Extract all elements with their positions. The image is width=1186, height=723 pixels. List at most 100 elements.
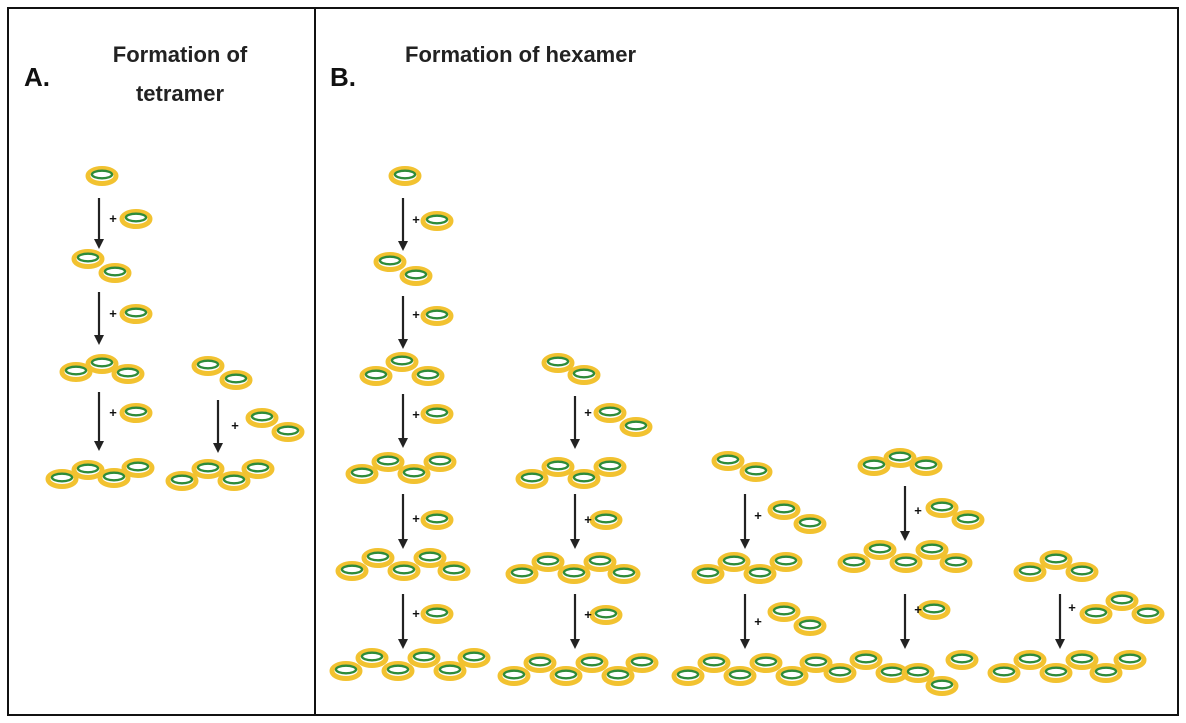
arrow-layer: +++++++++++++++++ [94,198,1076,649]
ring-subunit [1039,550,1073,570]
ring-subunit [119,403,153,423]
ring-subunit [1113,650,1147,670]
ring-subunit [85,166,119,186]
ring-subunit [531,552,565,572]
ring-subunit [769,552,803,572]
ring-subunit [433,661,467,681]
ring-subunit [1089,663,1123,683]
ring-subunit [437,561,471,581]
ring-subunit [271,422,305,442]
ring-subunit [749,653,783,673]
ring-subunit [413,548,447,568]
ring-subunit [335,561,369,581]
ring-subunit [1065,562,1099,582]
ring-subunit [457,648,491,668]
plus-sign: + [914,602,922,617]
ring-subunit [541,353,575,373]
ring-subunit [407,648,441,668]
panel-a-title-line2: tetramer [136,81,224,106]
ring-subunit [119,209,153,229]
ring-subunit [1105,591,1139,611]
ring-subunit [420,404,454,424]
plus-sign: + [109,306,117,321]
ring-subunit [857,456,891,476]
ring-subunit [849,650,883,670]
ring-subunit [1131,604,1165,624]
ring-subunit [619,417,653,437]
plus-sign: + [412,606,420,621]
ring-subunit [1013,650,1047,670]
ring-subunit [71,249,105,269]
ring-subunit [717,552,751,572]
ring-subunit [575,653,609,673]
ring-subunit [793,616,827,636]
ring-subunit [355,648,389,668]
ring-subunit [607,564,641,584]
ring-subunit [557,564,591,584]
ring-subunit [583,552,617,572]
ring-subunit [691,564,725,584]
ring-subunit [420,211,454,231]
plus-sign: + [584,405,592,420]
ring-subunit [767,500,801,520]
outer-frame [7,7,1179,716]
plus-sign: + [109,405,117,420]
ring-subunit [549,666,583,686]
ring-subunit [219,370,253,390]
ring-subunit [359,366,393,386]
ring-subunit [917,600,951,620]
ring-subunit [889,553,923,573]
ring-subunit [420,306,454,326]
panel-a-title-line1: Formation of [113,42,248,67]
ring-subunit [901,663,935,683]
ring-subunit [399,266,433,286]
ring-subunit [883,448,917,468]
ring-subunit [723,666,757,686]
ring-subunit [165,471,199,491]
ring-subunit [823,663,857,683]
ring-subunit [837,553,871,573]
ring-subunit [767,602,801,622]
ring-subunit [85,354,119,374]
ring-subunit [945,650,979,670]
ring-subunit [420,510,454,530]
ring-subunit [59,362,93,382]
ring-subunit [1013,562,1047,582]
ring-subunit [863,540,897,560]
ring-subunit [987,663,1021,683]
ring-layer [45,166,1165,696]
plus-sign: + [914,503,922,518]
ring-subunit [671,666,705,686]
plus-sign: + [109,211,117,226]
plus-sign: + [412,407,420,422]
ring-subunit [625,653,659,673]
plus-sign: + [584,512,592,527]
ring-subunit [423,452,457,472]
ring-subunit [915,540,949,560]
ring-subunit [541,457,575,477]
ring-subunit [98,263,132,283]
ring-subunit [567,365,601,385]
ring-subunit [739,462,773,482]
ring-subunit [329,661,363,681]
plus-sign: + [412,212,420,227]
ring-subunit [589,510,623,530]
ring-subunit [799,653,833,673]
plus-sign: + [1068,600,1076,615]
ring-subunit [1065,650,1099,670]
ring-subunit [361,548,395,568]
plus-sign: + [412,307,420,322]
ring-subunit [381,661,415,681]
ring-subunit [939,553,973,573]
ring-subunit [601,666,635,686]
ring-subunit [245,408,279,428]
ring-subunit [697,653,731,673]
ring-subunit [909,456,943,476]
ring-subunit [111,364,145,384]
plus-sign: + [584,607,592,622]
ring-subunit [505,564,539,584]
ring-subunit [387,561,421,581]
panel-b-title: Formation of hexamer [405,42,636,67]
ring-subunit [71,460,105,480]
ring-subunit [411,366,445,386]
